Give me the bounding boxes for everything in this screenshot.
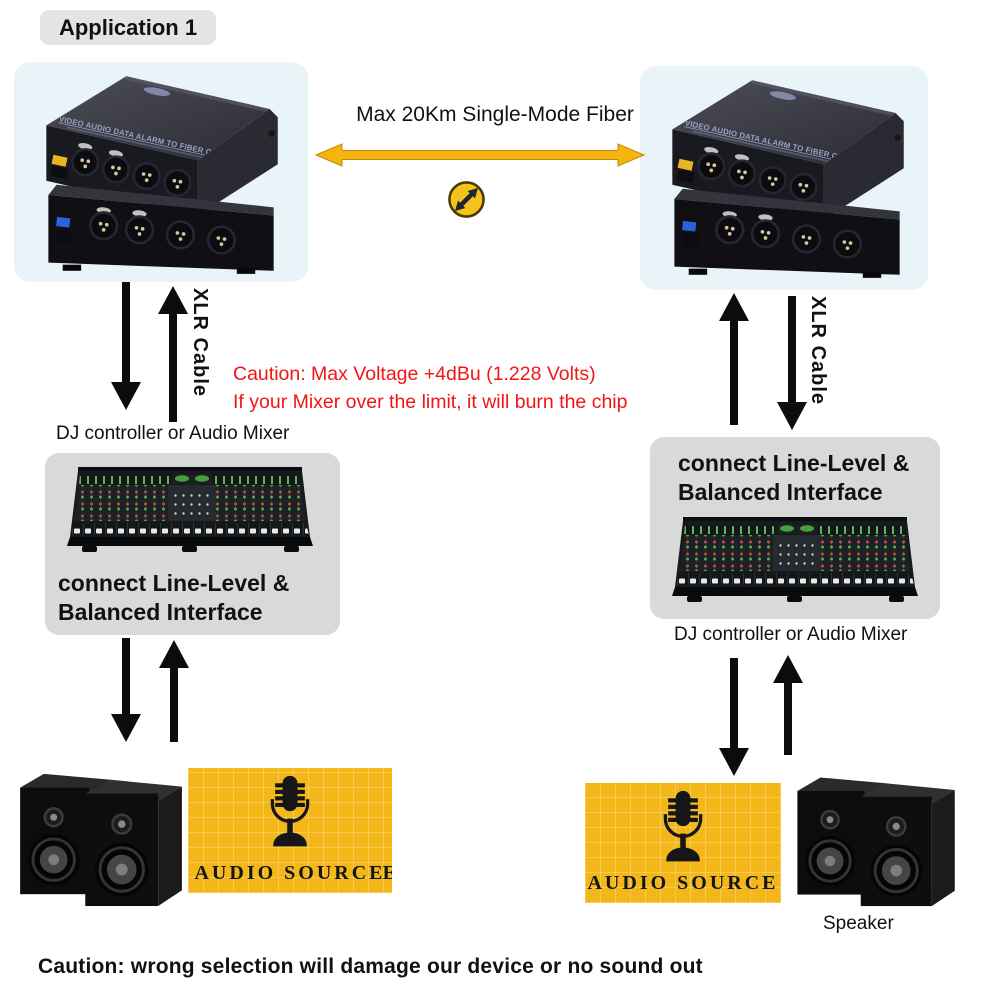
- xlr-cable-label-left: XLR Cable: [189, 288, 211, 398]
- fiber-link-arrow: [314, 143, 646, 167]
- up-arrow: [159, 640, 189, 742]
- audio-source-label-right: AUDIO SOURCE: [587, 872, 779, 894]
- audio-source-label-left: AUDIO SOURCE: [194, 862, 386, 884]
- connect-note-right: connect Line-Level & Balanced Interface: [678, 449, 909, 507]
- speakers-image-left: [12, 762, 194, 908]
- voltage-caution-line2: If your Mixer over the limit, it will bu…: [233, 391, 628, 413]
- audio-source-banner-left: AUDIO SOURCE E: [188, 768, 392, 893]
- footer-caution: Caution: wrong selection will damage our…: [38, 955, 703, 978]
- left-converter-panel: [14, 62, 308, 282]
- up-arrow: [158, 286, 188, 422]
- connect-note-right-line1: connect Line-Level &: [678, 450, 910, 476]
- connect-note-left: connect Line-Level & Balanced Interface: [58, 569, 289, 627]
- right-converter-panel: [640, 66, 928, 290]
- down-arrow: [111, 282, 141, 410]
- audio-source-clipped-letter: E: [382, 862, 392, 884]
- microphone-icon: [260, 774, 320, 852]
- bidirectional-arrows-icon: [448, 181, 485, 218]
- mixer-label-right: DJ controller or Audio Mixer: [674, 624, 908, 645]
- audio-source-banner-right: AUDIO SOURCE: [585, 783, 781, 903]
- audio-mixer-image-left: [59, 465, 321, 565]
- voltage-caution-line1: Caution: Max Voltage +4dBu (1.228 Volts): [233, 363, 596, 385]
- voltage-caution: Caution: Max Voltage +4dBu (1.228 Volts)…: [233, 360, 653, 416]
- down-arrow: [777, 296, 807, 430]
- down-arrow: [719, 658, 749, 776]
- speakers-image-right: [790, 766, 966, 908]
- audio-mixer-image-right: [664, 515, 926, 615]
- fiber-link-label: Max 20Km Single-Mode Fiber: [356, 103, 634, 126]
- connect-note-left-line1: connect Line-Level &: [58, 570, 290, 596]
- connect-note-left-line2: Balanced Interface: [58, 599, 263, 625]
- fiber-converter-image-right: [658, 74, 914, 279]
- speaker-label: Speaker: [823, 913, 894, 934]
- right-mixer-panel: connect Line-Level & Balanced Interface: [650, 437, 940, 619]
- connect-note-right-line2: Balanced Interface: [678, 479, 883, 505]
- page-title: Application 1: [40, 10, 216, 45]
- fiber-converter-image-left: [32, 70, 288, 275]
- up-arrow: [773, 655, 803, 755]
- xlr-cable-label-right: XLR Cable: [807, 296, 829, 406]
- mixer-label-left: DJ controller or Audio Mixer: [56, 423, 290, 444]
- left-mixer-panel: connect Line-Level & Balanced Interface: [45, 453, 340, 635]
- down-arrow: [111, 638, 141, 742]
- microphone-icon: [653, 789, 713, 867]
- up-arrow: [719, 293, 749, 425]
